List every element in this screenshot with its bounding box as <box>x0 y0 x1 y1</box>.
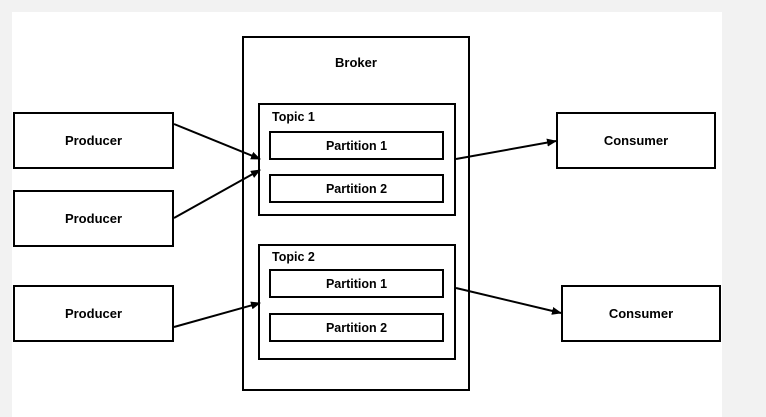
arrow-producer-1-to-topic-1 <box>173 123 261 160</box>
topic-2-partition-1-label: Partition 1 <box>325 276 388 291</box>
topic-1-partition-1-label: Partition 1 <box>325 138 388 153</box>
arrow-producer-3-to-topic-2 <box>173 301 261 328</box>
topic-1-partition-1: Partition 1 <box>269 131 444 160</box>
consumer-label-1: Consumer <box>603 133 669 148</box>
producer-box-1: Producer <box>13 112 174 169</box>
arrow-topic-1-to-consumer-1 <box>455 138 557 160</box>
producer-box-2: Producer <box>13 190 174 247</box>
topic-2-partition-2: Partition 2 <box>269 313 444 342</box>
producer-label-1: Producer <box>64 133 123 148</box>
topic-1-partition-2-label: Partition 2 <box>325 181 388 196</box>
producer-label-2: Producer <box>64 211 123 226</box>
topic-2-partition-1: Partition 1 <box>269 269 444 298</box>
topic-2-partition-2-label: Partition 2 <box>325 320 388 335</box>
producer-box-3: Producer <box>13 285 174 342</box>
topic-2-label: Topic 2 <box>272 250 315 264</box>
consumer-label-2: Consumer <box>608 306 674 321</box>
producer-label-3: Producer <box>64 306 123 321</box>
broker-label: Broker <box>335 55 377 70</box>
consumer-box-1: Consumer <box>556 112 716 169</box>
arrow-topic-2-to-consumer-2 <box>455 287 562 315</box>
consumer-box-2: Consumer <box>561 285 721 342</box>
topic-1-label: Topic 1 <box>272 110 315 124</box>
topic-1-partition-2: Partition 2 <box>269 174 444 203</box>
arrow-producer-2-to-topic-1 <box>173 169 261 219</box>
